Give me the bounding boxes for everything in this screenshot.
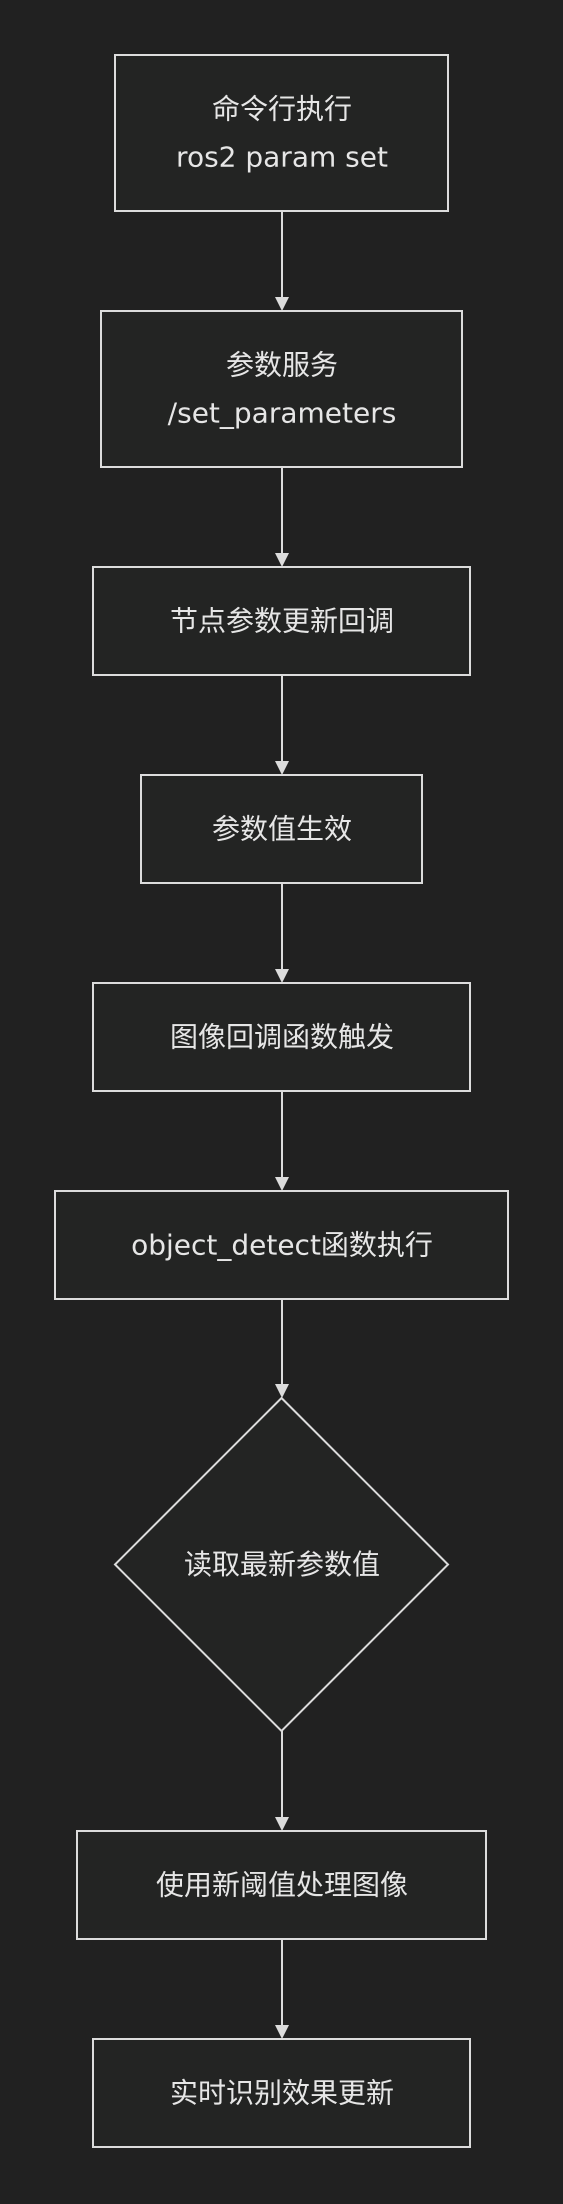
node-label: 节点参数更新回调 (170, 605, 394, 638)
flow-arrow (275, 675, 289, 775)
process-node: 使用新阈值处理图像 (76, 1830, 487, 1940)
process-node: object_detect函数执行 (54, 1190, 509, 1300)
flow-arrow (275, 1731, 289, 1831)
flow-arrow (275, 467, 289, 567)
process-node: 参数服务/set_parameters (100, 310, 463, 468)
node-label: /set_parameters (168, 397, 397, 430)
node-label: ros2 param set (176, 141, 388, 174)
flow-arrow (275, 211, 289, 311)
flow-arrow (275, 1299, 289, 1398)
node-label: 实时识别效果更新 (170, 2077, 394, 2110)
process-node: 图像回调函数触发 (92, 982, 471, 1092)
process-node: 命令行执行 ros2 param set (114, 54, 449, 212)
flow-arrow (275, 883, 289, 983)
process-node: 参数值生效 (140, 774, 423, 884)
node-label: 命令行执行 (212, 93, 352, 126)
node-label: 读取最新参数值 (184, 1548, 380, 1581)
process-node: 节点参数更新回调 (92, 566, 471, 676)
node-label: 参数值生效 (212, 813, 352, 846)
decision-node: 读取最新参数值 (113, 1396, 450, 1733)
process-node: 实时识别效果更新 (92, 2038, 471, 2148)
node-label: 参数服务 (226, 349, 338, 382)
node-label: object_detect函数执行 (131, 1229, 433, 1262)
node-label: 使用新阈值处理图像 (156, 1869, 408, 1902)
flow-arrow (275, 1091, 289, 1191)
flow-arrow (275, 1939, 289, 2039)
node-label: 图像回调函数触发 (170, 1021, 394, 1054)
